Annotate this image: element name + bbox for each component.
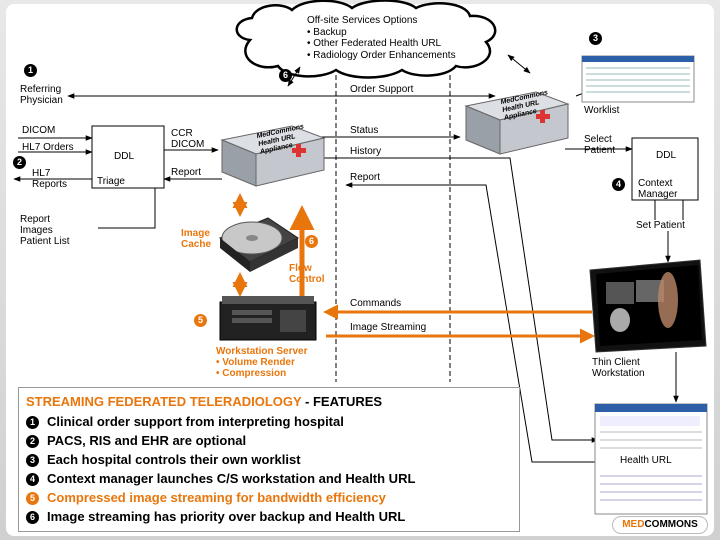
feature-text-5: Compressed image streaming for bandwidth… — [47, 490, 386, 505]
commands-label: Commands — [350, 298, 402, 309]
report-images-list-label: Report Images Patient List — [20, 214, 69, 247]
badge-5: 5 — [194, 314, 207, 327]
image-cache-label: Image Cache — [181, 228, 211, 250]
flow-control-line1: Flow — [289, 263, 312, 274]
image-cache-line2: Cache — [181, 239, 212, 250]
report-list-line1: Report — [20, 214, 51, 225]
cloud-shape — [235, 0, 497, 79]
appliance-right — [464, 91, 570, 155]
feature-row-3: 3 Each hospital controls their own workli… — [26, 450, 519, 469]
ddl-right-label: DDL — [656, 150, 677, 161]
logo-prefix: MED — [622, 519, 645, 530]
image-streaming-label: Image Streaming — [350, 322, 427, 333]
badge-6-top: 6 — [279, 69, 292, 82]
cloud-item-backup: • Backup — [307, 26, 347, 38]
badge-6-flow: 6 — [305, 235, 318, 248]
workstation-server-label: Workstation Server • Volume Render • Com… — [216, 346, 308, 379]
history-label: History — [350, 146, 382, 157]
feature-num-3: 3 — [26, 454, 39, 467]
feature-text-1: Clinical order support from interpreting… — [47, 414, 344, 429]
feature-text-4: Context manager launches C/S workstation… — [47, 471, 416, 486]
badge-4: 4 — [612, 178, 625, 191]
hl7-orders-label: HL7 Orders — [22, 142, 74, 153]
select-patient-line1: Select — [584, 134, 612, 145]
feature-row-6: 6 Image streaming has priority over backu… — [26, 507, 519, 526]
referring-physician-label: Referring Physician — [20, 84, 63, 106]
hl7-reports-line1: HL7 — [32, 168, 51, 179]
badge-3: 3 — [589, 32, 602, 45]
report-list-line2: Images — [20, 225, 53, 236]
referring-physician-line1: Referring — [20, 84, 62, 95]
cloud-item-federated: • Other Federated Health URL — [307, 38, 442, 49]
worklist-label: Worklist — [584, 105, 620, 116]
flow-control-line2: Control — [289, 274, 325, 285]
ws-volume-render: • Volume Render — [216, 357, 295, 368]
cloud-services-text: Off-site Services Options • Backup • Oth… — [307, 15, 456, 61]
flow-control-label: Flow Control — [289, 263, 325, 285]
badge-2: 2 — [13, 156, 26, 169]
feature-text-3: Each hospital controls their own worklis… — [47, 452, 301, 467]
feature-num-6: 6 — [26, 511, 39, 524]
logo-rest: COMMONS — [644, 519, 698, 530]
feature-num-1: 1 — [26, 416, 39, 429]
feature-text-2: PACS, RIS and EHR are optional — [47, 433, 247, 448]
thin-client-label: Thin Client Workstation — [592, 357, 645, 379]
status-label: Status — [350, 125, 379, 136]
badge-1: 1 — [24, 64, 37, 77]
report-right-label: Report — [350, 172, 381, 183]
ddl-left-label: DDL — [114, 151, 135, 162]
medcommons-logo: MEDCOMMONS — [612, 516, 708, 534]
ccr-label: CCR — [171, 128, 193, 139]
features-title: STREAMING FEDERATED TELERADIOLOGY - FEAT… — [26, 394, 519, 409]
set-patient-label: Set Patient — [636, 220, 685, 231]
referring-physician-line2: Physician — [20, 95, 63, 106]
worklist-screenshot — [581, 55, 695, 103]
ws-compression: • Compression — [216, 368, 287, 379]
triage-label: Triage — [97, 176, 125, 187]
thin-client-line2: Workstation — [592, 368, 645, 379]
feature-row-5: 5 Compressed image streaming for bandwidt… — [26, 488, 519, 507]
feature-num-2: 2 — [26, 435, 39, 448]
context-manager-line2: Manager — [638, 189, 678, 200]
features-title-rest: - FEATURES — [301, 394, 383, 409]
order-support-label: Order Support — [350, 84, 414, 95]
dicom-left-label: DICOM — [22, 125, 56, 136]
report-mid-label: Report — [171, 167, 202, 178]
ccr-dicom-label: CCR DICOM — [171, 128, 204, 150]
select-patient-line2: Patient — [584, 145, 616, 156]
context-manager-label: Context Manager — [638, 178, 677, 200]
feature-num-5: 5 — [26, 492, 39, 505]
context-manager-line1: Context — [638, 178, 673, 189]
ws-server-title: Workstation Server — [216, 346, 308, 357]
image-cache-line1: Image — [181, 228, 210, 239]
features-title-highlight: STREAMING FEDERATED TELERADIOLOGY — [26, 394, 302, 409]
feature-text-6: Image streaming has priority over backup… — [47, 509, 406, 524]
feature-num-4: 4 — [26, 473, 39, 486]
cloud-item-radiology: • Radiology Order Enhancements — [307, 49, 456, 61]
server-image — [219, 296, 317, 341]
cloud-title: Off-site Services Options — [307, 15, 418, 26]
monitor-image — [589, 259, 707, 353]
feature-row-2: 2 PACS, RIS and EHR are optional — [26, 431, 519, 450]
hl7-reports-line2: Reports — [32, 179, 68, 190]
thin-client-line1: Thin Client — [592, 357, 640, 368]
features-box: STREAMING FEDERATED TELERADIOLOGY - FEAT… — [18, 387, 520, 532]
report-list-line3: Patient List — [20, 236, 70, 247]
hl7-reports-label: HL7 Reports — [32, 168, 67, 190]
health-url-label: Health URL — [620, 455, 672, 466]
feature-row-1: 1 Clinical order support from interpretin… — [26, 412, 519, 431]
select-patient-label: Select Patient — [584, 134, 615, 156]
feature-row-4: 4 Context manager launches C/S workstatio… — [26, 469, 519, 488]
dicom-mid-label: DICOM — [171, 139, 205, 150]
hard-disk-image — [219, 217, 299, 272]
appliance-left — [220, 125, 326, 187]
